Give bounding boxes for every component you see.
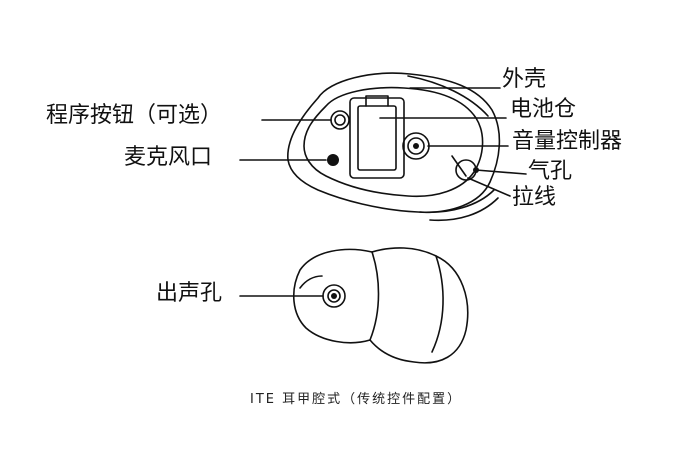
battery-door-tab: [365, 95, 389, 107]
outer-shell-outline: [287, 72, 501, 214]
label-sound-outlet: 出声孔: [156, 281, 223, 306]
ite-body-outline: [292, 247, 469, 364]
shell-sweep-line: [419, 189, 495, 214]
sound-outlet-center: [331, 293, 337, 299]
figure-caption: ITE 耳甲腔式（传统控件配置）: [250, 392, 463, 407]
ite-body-crease: [299, 275, 323, 289]
volume-center: [413, 143, 419, 149]
vent-hole: [473, 167, 479, 173]
leader-vent: [475, 169, 527, 175]
pull-line-wire: [451, 155, 467, 177]
ite-body-crease: [431, 255, 444, 353]
volume-control-ring: [407, 137, 425, 155]
label-battery: 电池仓: [510, 97, 577, 122]
sound-outlet-ring: [327, 289, 341, 303]
faceplate-outline: [303, 86, 484, 198]
microphone-port: [327, 154, 339, 166]
label-pull-line: 拉线: [512, 185, 557, 210]
shell-sweep-line: [429, 197, 499, 222]
label-vent: 气孔: [528, 159, 573, 184]
program-button-inner: [334, 114, 346, 126]
shell-sweep-line: [407, 75, 489, 117]
label-volume: 音量控制器: [512, 129, 623, 154]
leader-pull: [467, 177, 511, 197]
label-shell: 外壳: [502, 67, 547, 92]
label-program-button: 程序按钮（可选）: [46, 103, 223, 128]
label-mic: 麦克风口: [124, 145, 213, 170]
battery-door: [349, 97, 405, 179]
ite-body-crease: [369, 251, 380, 341]
program-button-outer: [330, 110, 350, 130]
battery-door-inner: [357, 105, 397, 171]
